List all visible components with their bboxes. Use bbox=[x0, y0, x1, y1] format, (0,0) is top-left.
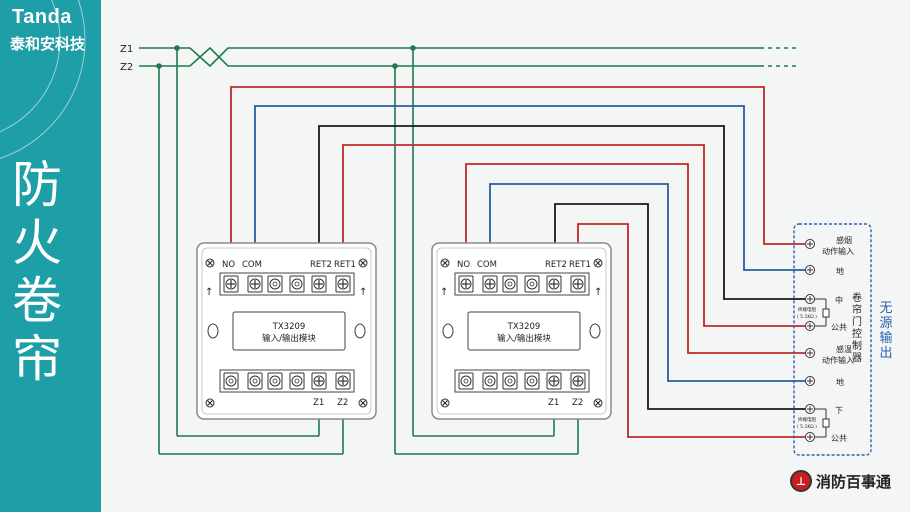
controller-name-char: 制 bbox=[852, 339, 862, 352]
svg-text:↑: ↑ bbox=[359, 287, 367, 298]
label-eol-2a: 终端电阻 bbox=[798, 416, 816, 423]
wires-module-2 bbox=[465, 163, 805, 438]
sidebar: Tanda 泰和安科技 防 火 卷 帘 bbox=[0, 0, 101, 512]
module-model: TX3209 bbox=[272, 322, 306, 332]
label-eol-1b: ( 5.1KΩ ) bbox=[797, 314, 817, 320]
title-char: 卷 bbox=[12, 272, 62, 330]
title-char: 帘 bbox=[12, 330, 62, 388]
terminal-label-com: COM bbox=[242, 260, 262, 270]
label-eol-1a: 终端电阻 bbox=[798, 306, 816, 313]
label-middle: 中 bbox=[835, 295, 843, 305]
terminal-label-no: NO bbox=[457, 260, 470, 270]
controller-name-char: 卷 bbox=[852, 291, 862, 304]
controller-terminals bbox=[805, 239, 830, 442]
svg-text:↑: ↑ bbox=[440, 287, 448, 298]
passive-output-char: 输 bbox=[879, 330, 892, 346]
footer-logo: ⊥ 消防百事通 bbox=[790, 470, 891, 492]
terminal-label-z1: Z1 bbox=[548, 398, 559, 408]
terminal-label-z2: Z2 bbox=[337, 398, 348, 408]
label-smoke-1: 感烟 bbox=[836, 235, 852, 245]
passive-output-char: 无 bbox=[879, 301, 892, 316]
controller-name-char: 控 bbox=[852, 327, 862, 340]
bus-lines bbox=[139, 46, 800, 455]
passive-output-char: 出 bbox=[879, 346, 892, 361]
label-down: 下 bbox=[835, 406, 843, 415]
decorative-arcs bbox=[0, 0, 86, 159]
io-module-1: NO COM RET2 RET1 ↑ ↑ TX3209 输入/输出模块 Z1 Z… bbox=[196, 242, 377, 420]
controller-name-char: 帘 bbox=[852, 303, 862, 316]
terminal-label-no: NO bbox=[222, 260, 235, 270]
fire-extinguisher-logo-icon: ⊥ bbox=[790, 470, 812, 492]
brand-logo-text: Tanda bbox=[12, 6, 72, 28]
io-module-2: NO COM RET2 RET1 ↑ ↑ TX3209 输入/输出模块 Z1 Z… bbox=[431, 242, 612, 420]
label-common-1: 公共 bbox=[831, 323, 847, 332]
footer-logo-text: 消防百事通 bbox=[816, 472, 892, 491]
terminal-label-z1: Z1 bbox=[313, 398, 324, 408]
controller-name-char: 门 bbox=[852, 315, 862, 328]
shutter-controller-box bbox=[793, 223, 872, 456]
bus-label-z2: Z2 bbox=[120, 62, 133, 73]
brand-name-cn: 泰和安科技 bbox=[10, 36, 86, 53]
controller-name-char: 器 bbox=[852, 352, 862, 364]
title-char: 火 bbox=[12, 214, 62, 272]
label-ground-1: 地 bbox=[836, 266, 844, 276]
label-eol-2b: ( 5.1KΩ ) bbox=[797, 424, 817, 430]
title-char: 防 bbox=[12, 156, 62, 214]
label-temp-1: 感温 bbox=[836, 344, 852, 354]
wires-module-1 bbox=[230, 86, 805, 327]
terminal-label-z2: Z2 bbox=[572, 398, 583, 408]
module-model: TX3209 bbox=[507, 322, 541, 332]
label-temp-2: 动作输入 bbox=[822, 355, 854, 365]
terminal-label-com: COM bbox=[477, 260, 497, 270]
terminal-label-ret1: RET1 bbox=[569, 260, 591, 270]
bus-label-z1: Z1 bbox=[120, 44, 133, 55]
module-name: 输入/输出模块 bbox=[262, 333, 316, 344]
terminal-label-ret1: RET1 bbox=[334, 260, 356, 270]
svg-text:↑: ↑ bbox=[594, 287, 602, 298]
label-smoke-2: 动作输入 bbox=[822, 246, 854, 256]
svg-text:↑: ↑ bbox=[205, 287, 213, 298]
terminal-label-ret2: RET2 bbox=[310, 260, 332, 270]
label-common-2: 公共 bbox=[831, 434, 847, 443]
passive-output-char: 源 bbox=[879, 316, 892, 331]
label-ground-2: 地 bbox=[836, 377, 844, 387]
module-name: 输入/输出模块 bbox=[497, 333, 551, 344]
terminal-label-ret2: RET2 bbox=[545, 260, 567, 270]
bus-junctions bbox=[156, 45, 416, 69]
